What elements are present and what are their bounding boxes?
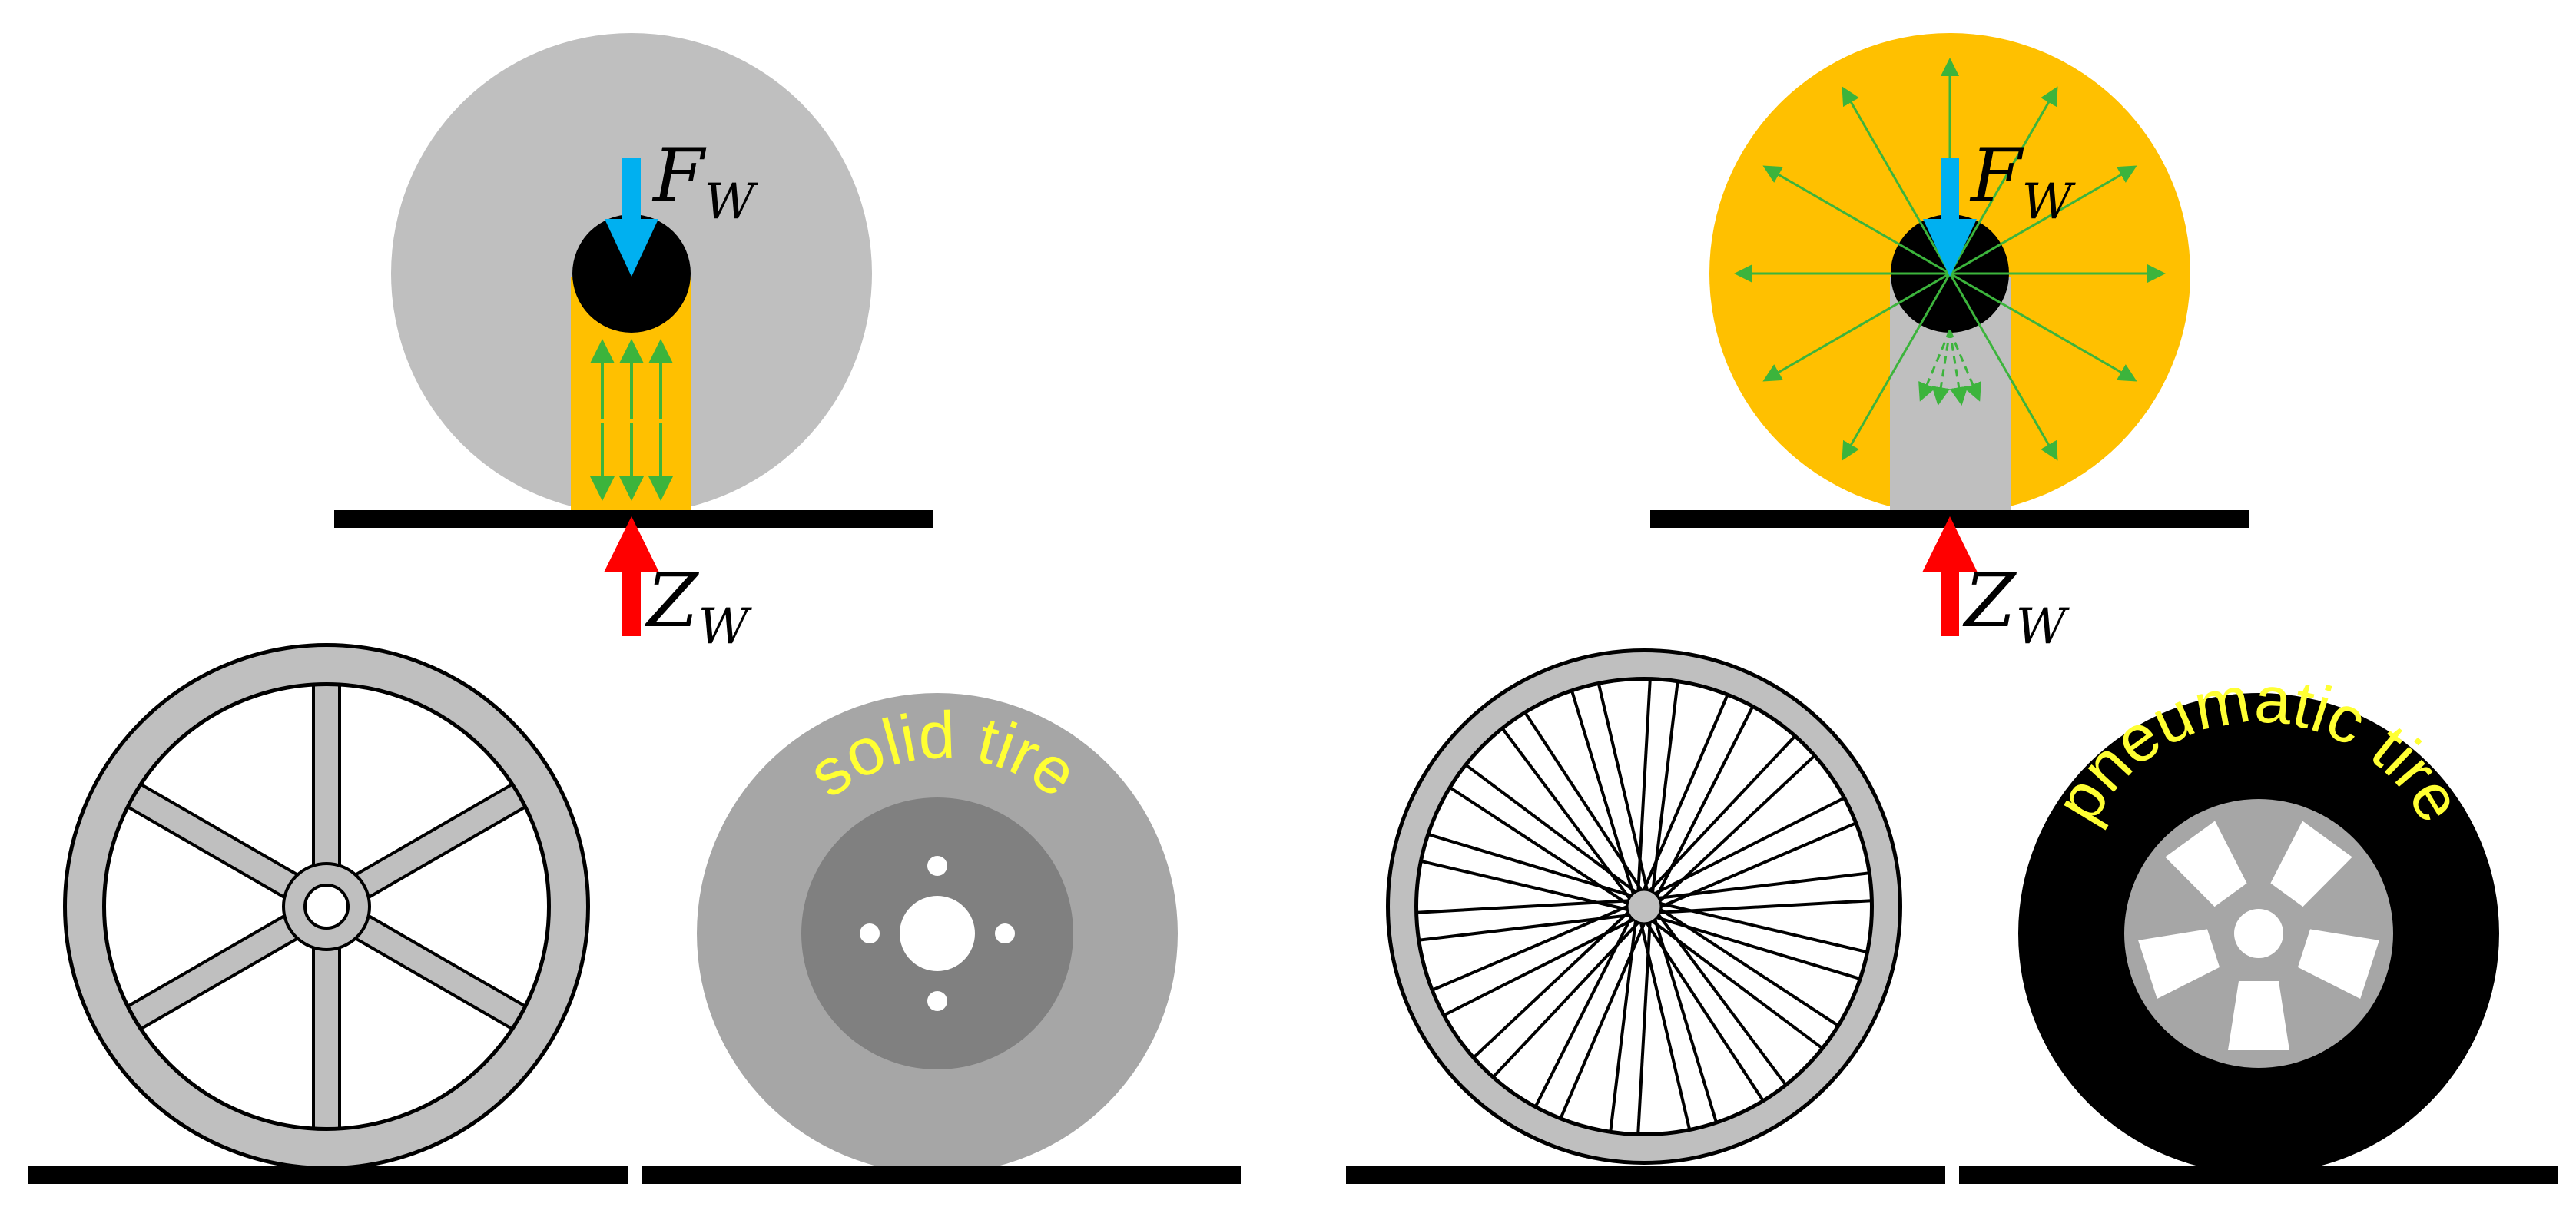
load-arrow — [605, 158, 658, 277]
spoke — [1638, 917, 1692, 1130]
force-label: FW — [1969, 133, 2077, 230]
ground-line — [334, 510, 933, 528]
ground-line — [1346, 1166, 1945, 1184]
solid-tire-illustration: solid tire — [697, 693, 1178, 1174]
spoke — [1523, 711, 1646, 896]
ground-line — [28, 1166, 628, 1184]
internal-stress-arrows — [590, 339, 673, 501]
bicycle-hub — [1626, 888, 1663, 925]
spoke — [1416, 899, 1634, 914]
spoke — [1427, 833, 1637, 899]
spoke — [1653, 871, 1870, 900]
reaction-label: ZW — [645, 558, 753, 655]
spoke — [1465, 764, 1641, 897]
spoke — [1651, 914, 1861, 980]
spoke — [1534, 912, 1635, 1108]
solid-tire-load-diagram: FW ZW — [334, 33, 933, 655]
pneumatic-tire-load-diagram: FW ZW — [1650, 33, 2249, 655]
rim-cutouts — [2138, 821, 2379, 1050]
spoke — [1473, 907, 1633, 1059]
spoke — [1596, 683, 1650, 896]
pneumatic-tire-illustration: pneumatic tire — [2018, 662, 2499, 1174]
reaction-label: ZW — [1962, 558, 2070, 655]
reaction-arrow — [604, 516, 659, 636]
load-arrow — [1923, 158, 1977, 277]
spoke — [1609, 916, 1638, 1132]
force-label: FW — [651, 133, 759, 230]
spoke — [1431, 903, 1633, 992]
pressure-arrows — [1734, 58, 2166, 461]
spoke — [1643, 917, 1765, 1102]
ground-line — [1959, 1166, 2558, 1184]
reaction-arrow — [1922, 516, 1978, 636]
bicycle-wheel-illustration — [1386, 648, 1902, 1165]
spoke — [1650, 681, 1679, 897]
spoke — [1647, 917, 1823, 1049]
spoke — [1655, 754, 1815, 906]
ground-line — [642, 1166, 1241, 1184]
spoke-wheel-illustration — [63, 643, 590, 1170]
spoke — [1653, 705, 1754, 901]
spoke — [1655, 900, 1868, 954]
bicycle-spokes — [1416, 678, 1872, 1135]
